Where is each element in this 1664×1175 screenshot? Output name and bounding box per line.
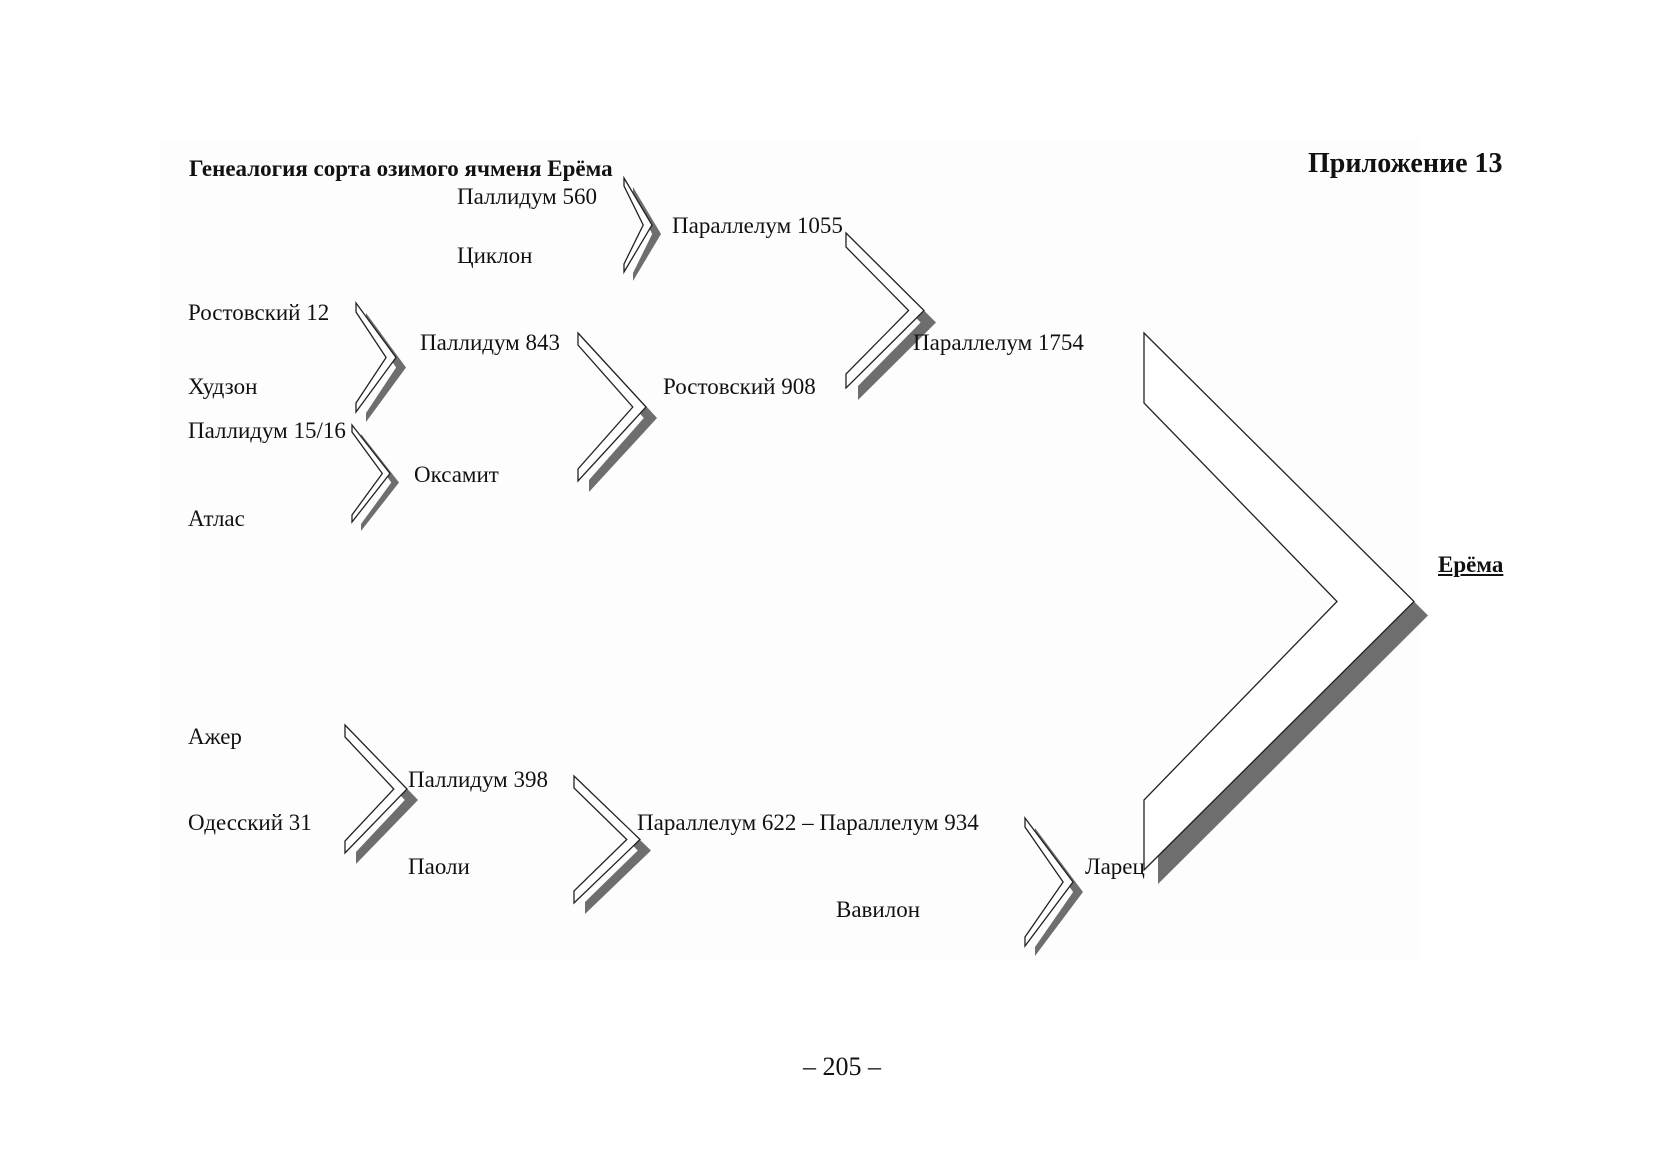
node-rostovsky-12: Ростовский 12 <box>188 300 330 325</box>
node-khudzon: Худзон <box>188 374 258 399</box>
node-odessky-31: Одесский 31 <box>188 810 312 835</box>
node-tsiklon: Циклон <box>457 243 533 268</box>
chevron-cross-pallidum-398 <box>344 723 408 855</box>
node-azher: Ажер <box>188 724 242 749</box>
node-erema-result: Ерёма <box>1438 552 1504 577</box>
chevron-cross-rostovsky-908 <box>577 331 647 483</box>
node-parallelum-622-934: Параллелум 622 – Параллелум 934 <box>637 810 979 835</box>
node-rostovsky-908: Ростовский 908 <box>663 374 816 399</box>
node-pallidum-560: Паллидум 560 <box>457 184 597 209</box>
node-pallidum-843: Паллидум 843 <box>420 330 560 355</box>
node-pallidum-15-16: Паллидум 15/16 <box>188 418 346 443</box>
appendix-label: Приложение 13 <box>1308 148 1503 179</box>
node-oksamit: Оксамит <box>414 462 499 487</box>
node-pallidum-398: Паллидум 398 <box>408 767 548 792</box>
chevron-cross-parallelum-622-934 <box>573 774 641 905</box>
node-vavilon: Вавилон <box>836 897 921 922</box>
chevron-cross-parallelum-1055-shadow <box>633 187 661 281</box>
node-paoli: Паоли <box>408 854 470 879</box>
diagram-title: Генеалогия сорта озимого ячменя Ерёма <box>189 156 613 181</box>
chevron-cross-parallelum-1055 <box>623 175 653 275</box>
node-parallelum-1754: Параллелум 1754 <box>913 330 1084 355</box>
chevron-cross-oksamit <box>351 423 391 524</box>
node-larets: Ларец <box>1085 854 1145 879</box>
chevron-cross-erema <box>1143 331 1415 872</box>
node-parallelum-1055: Параллелум 1055 <box>672 213 843 238</box>
chevron-cross-larets <box>1024 816 1074 948</box>
chevron-cross-parallelum-1754 <box>845 231 925 390</box>
node-atlas: Атлас <box>188 506 245 531</box>
chevron-cross-pallidum-843 <box>355 301 397 414</box>
page-number: – 205 – <box>803 1052 881 1081</box>
